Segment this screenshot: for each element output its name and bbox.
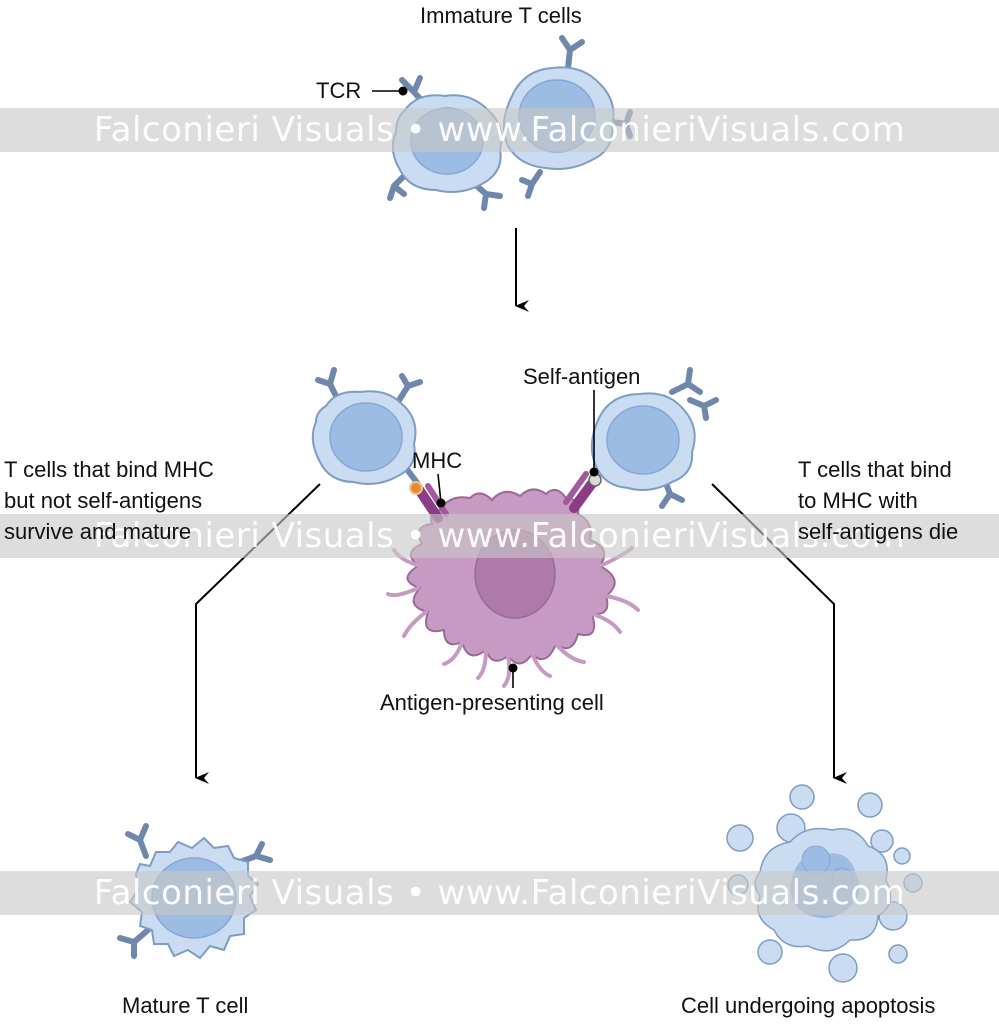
watermark-text: Falconieri Visuals • www.FalconieriVisua… (93, 516, 906, 556)
label-right-description-line2: to MHC with (798, 488, 918, 513)
watermark-text: Falconieri Visuals • www.FalconieriVisua… (93, 873, 906, 913)
tcr-pointer-dot (398, 86, 408, 96)
label-right-description-line3: self-antigens die (798, 519, 959, 544)
self-antigen-pointer-dot (589, 467, 599, 477)
label-left-description-line1: T cells that bind MHC (4, 457, 214, 482)
watermark-band-middle: Falconieri Visuals • www.FalconieriVisua… (0, 514, 999, 558)
mhc-binding-site (409, 481, 423, 495)
watermark-band-bottom: Falconieri Visuals • www.FalconieriVisua… (0, 871, 999, 915)
t-cell-binding-self-antigen (590, 367, 719, 509)
mhc-pointer-dot (436, 498, 446, 508)
watermark-text: Falconieri Visuals • www.FalconieriVisua… (93, 110, 906, 150)
label-tcr: TCR (316, 78, 362, 103)
label-mhc: MHC (412, 448, 463, 473)
label-left-description-line2: but not self-antigens (4, 488, 203, 513)
label-cell-undergoing-apoptosis: Cell undergoing apoptosis (681, 993, 936, 1018)
t-cell-binding-mhc (311, 367, 423, 487)
label-mature-t-cell: Mature T cell (122, 993, 249, 1018)
label-right-description-line1: T cells that bind (798, 457, 952, 482)
mhc-left (413, 483, 449, 523)
label-antigen-presenting-cell: Antigen-presenting cell (380, 690, 604, 715)
label-immature-t-cells: Immature T cells (420, 3, 582, 28)
label-left-description-line3: survive and mature (4, 519, 192, 544)
mhc-pointer-line (437, 473, 442, 504)
label-self-antigen: Self-antigen (523, 364, 641, 389)
apc-pointer-dot (508, 663, 518, 673)
watermark-band-top: Falconieri Visuals • www.FalconieriVisua… (0, 108, 999, 152)
